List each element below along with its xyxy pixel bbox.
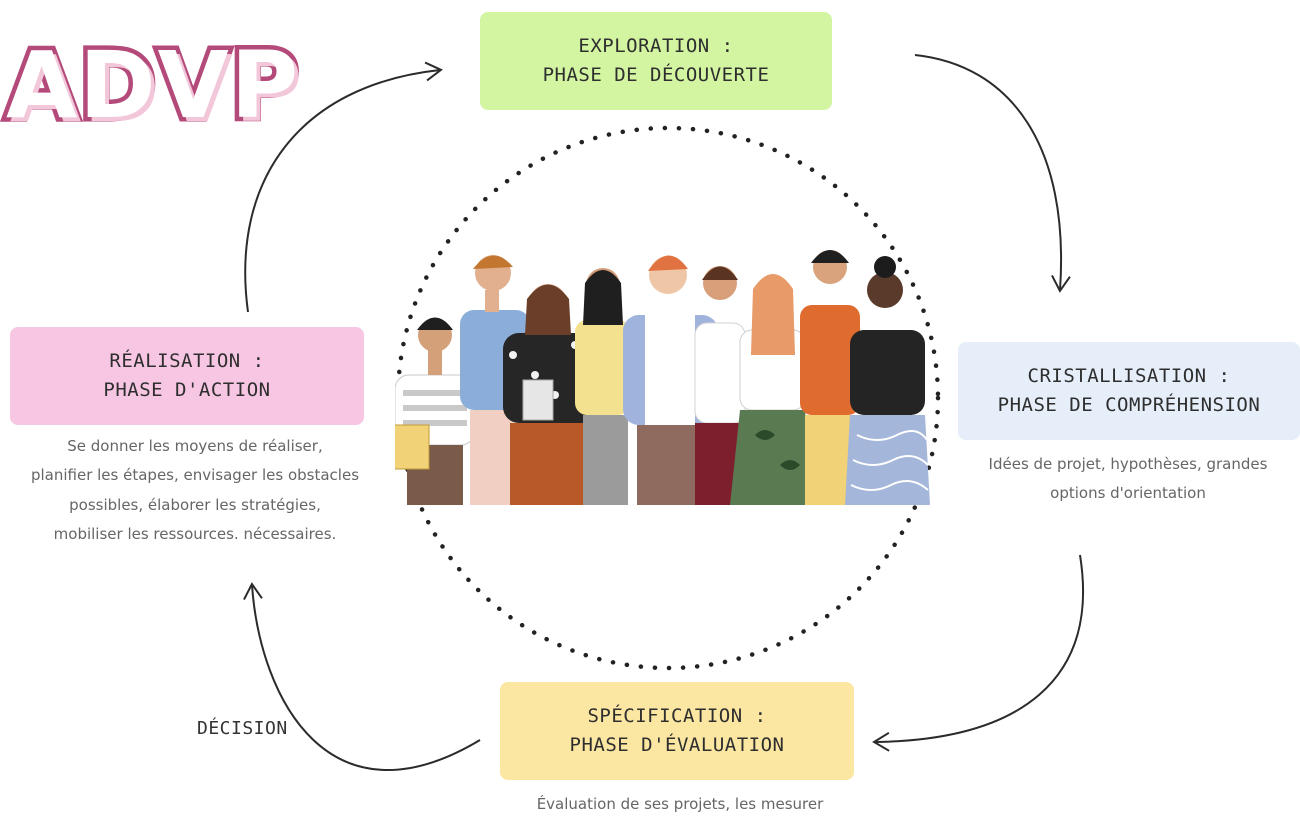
realisation-box: RÉALISATION : PHASE D'ACTION	[10, 327, 364, 425]
group-of-young-people-illustration-icon	[395, 250, 930, 505]
arrow-cristallisation-to-specification	[872, 554, 1085, 752]
exploration-box: EXPLORATION : PHASE DE DÉCOUVERTE	[480, 12, 832, 110]
exploration-title: EXPLORATION :	[578, 34, 734, 57]
description-line: Évaluation de ses projets, les mesurer	[536, 795, 824, 813]
description-line: options d'orientation	[1050, 484, 1206, 503]
description-line: mobiliser les ressources. nécessaires.	[53, 524, 337, 543]
cristallisation-title: CRISTALLISATION :	[1027, 364, 1231, 387]
cristallisation-description: Idées de projet, hypothèses, grandes opt…	[958, 450, 1298, 509]
realisation-description: Se donner les moyens de réaliser, planif…	[20, 432, 370, 549]
description-line: possibles, élaborer les stratégies,	[69, 495, 321, 514]
person-3	[503, 284, 598, 505]
arrow-realisation-to-exploration	[244, 61, 443, 313]
advp-logo: ADVP	[1, 32, 302, 139]
arrow-specification-to-realisation	[243, 582, 481, 772]
description-line: planifier les étapes, envisager les obst…	[30, 466, 360, 485]
specification-title: SPÉCIFICATION :	[587, 704, 767, 727]
person-9	[845, 256, 930, 505]
description-line: Se donner les moyens de réaliser,	[67, 437, 323, 455]
exploration-subtitle: PHASE DE DÉCOUVERTE	[542, 64, 770, 86]
specification-description: Évaluation de ses projets, les mesurer	[510, 790, 850, 819]
arrow-exploration-to-cristallisation	[914, 54, 1071, 293]
decision-label: DÉCISION	[197, 718, 288, 739]
realisation-subtitle: PHASE D'ACTION	[103, 379, 271, 401]
specification-box: SPÉCIFICATION : PHASE D'ÉVALUATION	[500, 682, 854, 780]
person-7	[730, 274, 815, 505]
person-4	[575, 268, 630, 505]
specification-subtitle: PHASE D'ÉVALUATION	[569, 734, 785, 756]
cristallisation-box: CRISTALLISATION : PHASE DE COMPRÉHENSION	[958, 342, 1300, 440]
cristallisation-subtitle: PHASE DE COMPRÉHENSION	[997, 394, 1261, 416]
person-1	[395, 317, 476, 505]
description-line: Idées de projet, hypothèses, grandes	[988, 455, 1268, 473]
realisation-title: RÉALISATION :	[109, 349, 265, 372]
